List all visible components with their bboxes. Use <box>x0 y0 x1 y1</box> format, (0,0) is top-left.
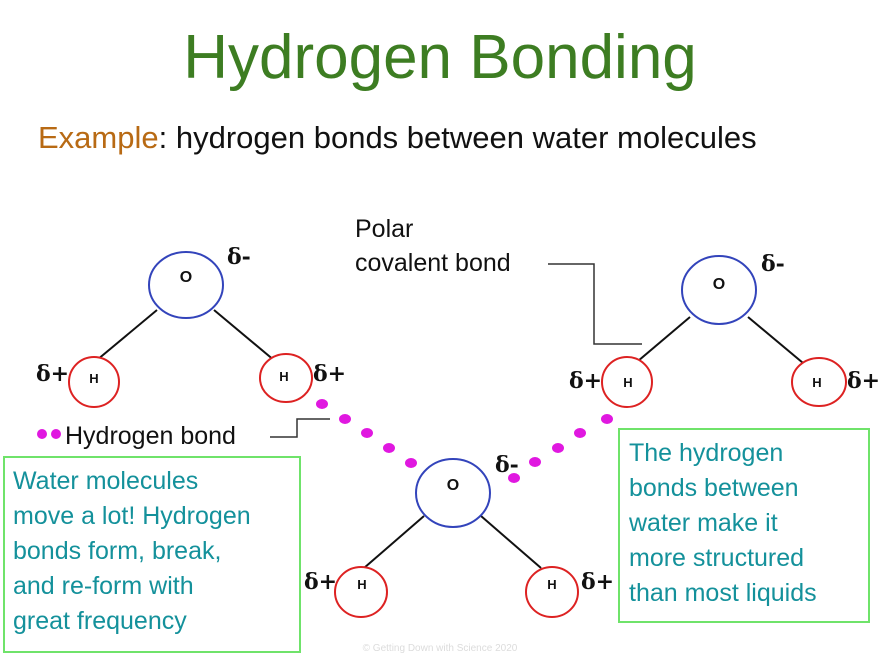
hydrogen-symbol: H <box>547 577 556 592</box>
page-title: Hydrogen Bonding <box>183 23 697 92</box>
partial-charge-negative: δ- <box>761 251 785 277</box>
subtitle-example: Example <box>38 120 159 155</box>
oxygen-atom-right <box>681 255 757 325</box>
note-right: The hydrogen bonds between water make it… <box>618 428 870 623</box>
partial-charge-negative: δ- <box>495 452 519 478</box>
oxygen-symbol: O <box>447 477 459 494</box>
partial-charge-positive: δ+ <box>36 361 69 387</box>
hydrogen-bond-label: Hydrogen bond <box>65 422 236 450</box>
polar-bond-leader-line <box>548 263 642 345</box>
partial-charge-negative: δ- <box>227 244 251 270</box>
oxygen-atom-bottom <box>415 458 491 528</box>
partial-charge-positive: δ+ <box>581 569 614 595</box>
covalent-bonds <box>96 309 810 569</box>
hydrogen-atom <box>68 356 120 408</box>
subtitle: Example: hydrogen bonds between water mo… <box>38 118 757 158</box>
legend-dot <box>37 429 47 439</box>
hydrogen-atom <box>334 566 388 618</box>
polar-covalent-label: Polar covalent bond <box>355 215 511 277</box>
hydrogen-symbol: H <box>812 375 821 390</box>
partial-charge-positive: δ+ <box>313 361 346 387</box>
hbond-leader-line <box>270 418 330 438</box>
hydrogen-atom <box>791 357 847 407</box>
subtitle-text: : hydrogen bonds between water molecules <box>158 120 757 155</box>
hydrogen-symbol: H <box>357 577 366 592</box>
oxygen-symbol: O <box>713 276 725 293</box>
oxygen-symbol: O <box>180 269 192 286</box>
copyright-credit: © Getting Down with Science 2020 <box>362 643 518 654</box>
partial-charge-positive: δ+ <box>304 569 337 595</box>
legend-dot <box>51 429 61 439</box>
hydrogen-atom <box>525 566 579 618</box>
partial-charge-positive: δ+ <box>847 368 880 394</box>
oxygen-atom-left <box>148 251 224 319</box>
hydrogen-symbol: H <box>279 369 288 384</box>
hydrogen-symbol: H <box>623 375 632 390</box>
hydrogen-atom <box>601 356 653 408</box>
hydrogen-symbol: H <box>89 371 98 386</box>
note-left: Water molecules move a lot! Hydrogen bon… <box>3 456 301 653</box>
partial-charge-positive: δ+ <box>569 368 602 394</box>
hydrogen-atom <box>259 353 313 403</box>
hydrogen-bond-dots <box>37 399 613 483</box>
